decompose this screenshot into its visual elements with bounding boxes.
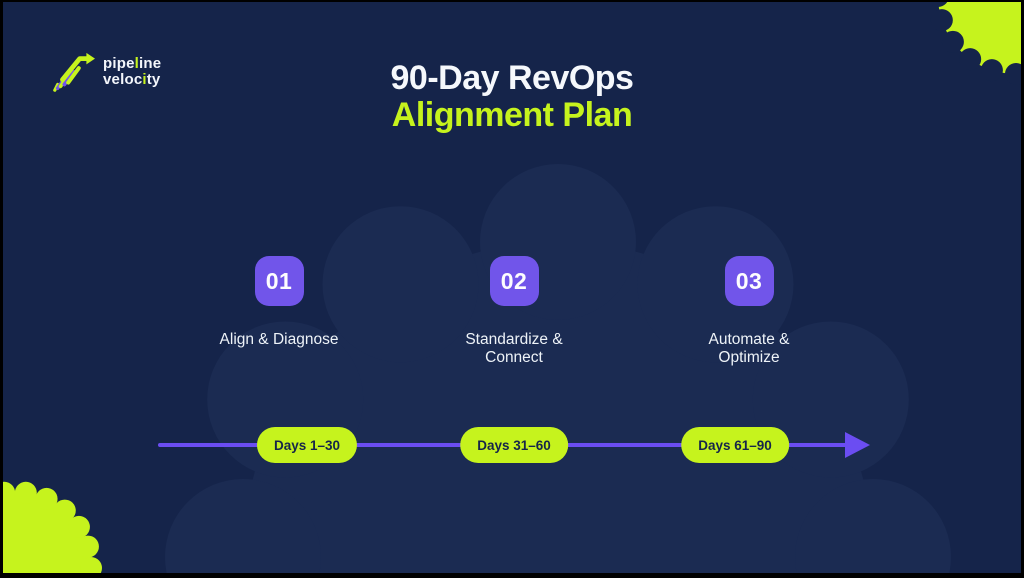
timeline-pill-label: Days 61–90 [698, 437, 772, 453]
step-1-number-badge: 01 [254, 256, 304, 306]
brand-word-pipeline: pipeline [103, 54, 162, 72]
step-3: 03 Automate & Optimize [664, 256, 834, 368]
step-1-number: 01 [265, 267, 293, 294]
timeline-pill-days-61-90: Days 61–90 [681, 427, 789, 463]
timeline-pill-label: Days 31–60 [477, 437, 551, 453]
step-3-number-badge: 03 [724, 256, 774, 306]
slide-content: pipeline velocity 90-Day RevOps Alignmen… [3, 2, 1021, 573]
timeline-pill-days-31-60: Days 31–60 [460, 427, 568, 463]
arrowhead-right-icon [845, 432, 870, 458]
step-3-number: 03 [735, 267, 763, 294]
title-line-1: 90-Day RevOps [390, 59, 634, 97]
step-3-label: Automate & Optimize [708, 331, 790, 367]
brand-word-velocity: velocity [103, 71, 161, 88]
step-2-label: Standardize & Connect [465, 331, 563, 367]
brand-name: pipeline velocity [103, 54, 162, 88]
slide-canvas: pipeline velocity 90-Day RevOps Alignmen… [3, 2, 1021, 573]
timeline-pill-days-1-30: Days 1–30 [256, 427, 358, 463]
step-1: 01 Align & Diagnose [194, 256, 364, 349]
timeline-pill-label: Days 1–30 [273, 437, 341, 453]
step-2-number-badge: 02 [489, 256, 539, 306]
page-title: 90-Day RevOps Alignment Plan [3, 60, 1021, 134]
step-1-label: Align & Diagnose [219, 331, 339, 348]
title-line-2: Alignment Plan [391, 96, 633, 134]
brand-logo: pipeline velocity [49, 50, 161, 94]
step-2: 02 Standardize & Connect [429, 256, 599, 368]
step-2-number: 02 [500, 267, 528, 294]
spiral-arrow-icon [53, 52, 95, 92]
